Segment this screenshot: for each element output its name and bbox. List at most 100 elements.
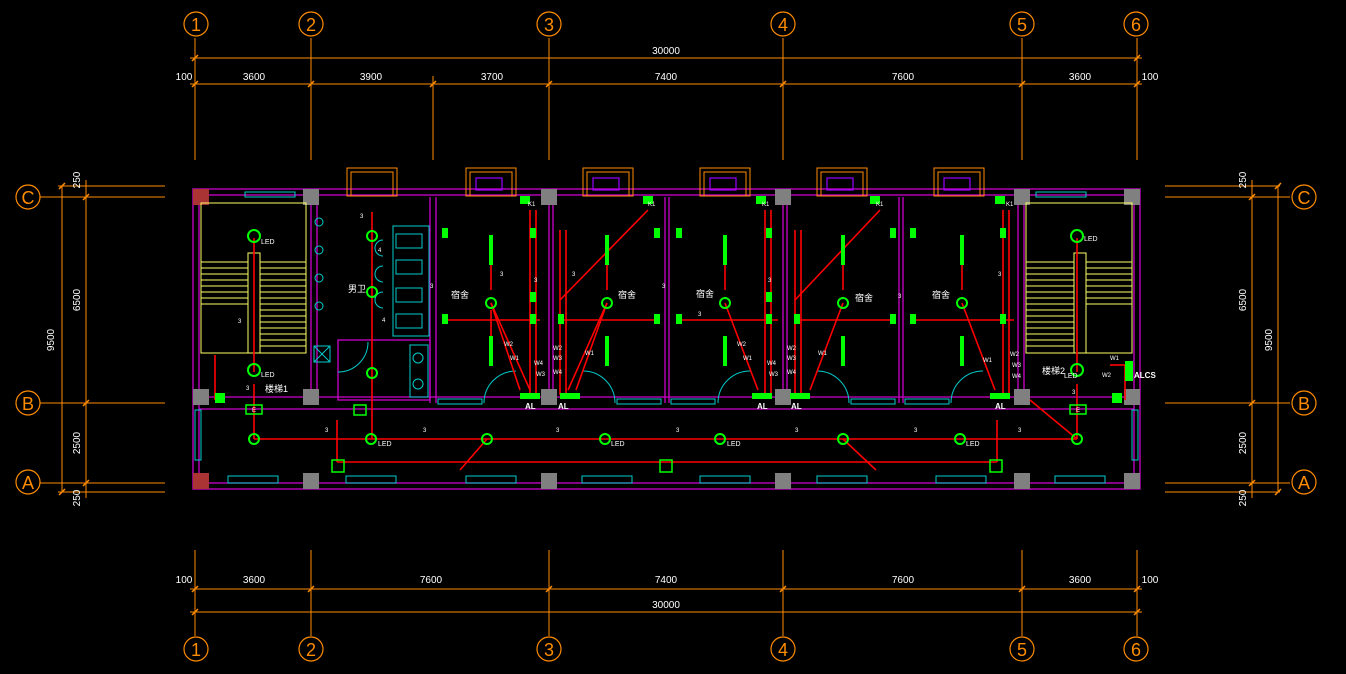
k1-label: K1 <box>1006 202 1014 208</box>
grid-bubble-label: 4 <box>778 15 788 35</box>
wire-count: 3 <box>698 312 702 318</box>
wire-count: 3 <box>1018 428 1022 434</box>
stair-label: 楼梯1 <box>265 383 288 394</box>
dim-bottom-seg: 100 <box>176 575 193 586</box>
circuit-label: W2 <box>504 342 514 348</box>
grid-bubble-label: 1 <box>191 15 201 35</box>
dim-top-total: 30000 <box>652 46 680 57</box>
dim-bottom-seg: 3600 <box>1069 575 1092 586</box>
grid-bubble-label: 6 <box>1131 640 1141 660</box>
dim-right-seg: 2500 <box>1238 431 1249 454</box>
grid-bubbles-top <box>183 11 1149 37</box>
ac-boxes <box>346 167 985 197</box>
circuit-label: W2 <box>1010 352 1020 358</box>
circuit-label: W1 <box>983 358 993 364</box>
building-walls <box>192 188 1141 490</box>
wiring <box>214 209 1126 471</box>
circuit-label: W4 <box>534 361 544 367</box>
dim-bottom-total: 30000 <box>652 600 680 611</box>
grid-bubble-label: A <box>22 473 34 493</box>
circuit-label: W2 <box>553 346 563 352</box>
door-swings <box>337 341 984 404</box>
circuit-label: W3 <box>1012 363 1022 369</box>
circuit-label: W3 <box>553 356 563 362</box>
wire-count: 3 <box>423 428 427 434</box>
room-label: 宿舍 <box>451 289 469 300</box>
grid-bubble-label: 2 <box>306 640 316 660</box>
grid-bubble-label: 5 <box>1017 640 1027 660</box>
dim-right-total: 9500 <box>1264 328 1275 351</box>
dim-right-seg: 250 <box>1238 171 1249 188</box>
circuit-label: W1 <box>510 356 520 362</box>
dim-bottom-seg: 7600 <box>420 575 443 586</box>
circuit-label: W2 <box>787 346 797 352</box>
grid-bubbles-sides <box>15 184 1317 495</box>
led-label: LED <box>378 441 392 448</box>
room-label: 宿舍 <box>618 289 636 300</box>
wire-count: 3 <box>1072 390 1076 396</box>
columns <box>193 189 1140 489</box>
wire-count: 3 <box>898 294 902 300</box>
panel-label: AL <box>525 402 536 411</box>
dim-top-seg: 3700 <box>481 72 504 83</box>
circuit-label: W1 <box>1110 356 1120 362</box>
wire-count: 3 <box>795 428 799 434</box>
wire-count: 3 <box>238 319 242 325</box>
dimension-ticks <box>58 54 1282 616</box>
dim-top-seg: 3900 <box>360 72 383 83</box>
dim-bottom-seg: 100 <box>1142 575 1159 586</box>
wire-count: 3 <box>360 214 364 220</box>
wire-count: 3 <box>534 278 538 284</box>
room-label: 宿舍 <box>932 289 950 300</box>
light-fixtures <box>247 229 1084 445</box>
toilet-stalls <box>313 217 430 398</box>
grid-bubbles-bottom <box>183 636 1149 662</box>
dim-top-seg: 7400 <box>655 72 678 83</box>
stair-label: 楼梯2 <box>1042 365 1065 376</box>
dim-left-total: 9500 <box>46 328 57 351</box>
circuit-label: W1 <box>818 351 828 357</box>
dim-top-seg: 7600 <box>892 72 915 83</box>
wire-count: 3 <box>556 428 560 434</box>
dim-top-seg: 100 <box>176 72 193 83</box>
wire-count: 3 <box>500 272 504 278</box>
dim-right-seg: 250 <box>1238 489 1249 506</box>
dim-left-seg: 250 <box>72 489 83 506</box>
led-label: LED <box>966 441 980 448</box>
grid-bubble-label: C <box>22 188 35 208</box>
windows <box>194 191 1139 484</box>
grid-bubble-label: 2 <box>306 15 316 35</box>
grid-bubble-label: 1 <box>191 640 201 660</box>
ac-units <box>475 177 971 191</box>
circuit-label: W3 <box>769 372 779 378</box>
circuit-label: W2 <box>1102 373 1112 379</box>
grid-bubble-label: 3 <box>544 15 554 35</box>
panel-label: AL <box>757 402 768 411</box>
panel-label: AL <box>558 402 569 411</box>
circuit-label: W2 <box>737 342 747 348</box>
room-label: 宿舍 <box>696 288 714 299</box>
led-label: LED <box>727 441 741 448</box>
circuit-label: W3 <box>536 372 546 378</box>
wire-count: 3 <box>676 428 680 434</box>
dim-top-seg: 100 <box>1142 72 1159 83</box>
grid-bubble-label: C <box>1298 188 1311 208</box>
dim-bottom-seg: 7400 <box>655 575 678 586</box>
circuit-label: W4 <box>553 370 563 376</box>
grid-bubble-label: 5 <box>1017 15 1027 35</box>
dim-bottom-seg: 7600 <box>892 575 915 586</box>
circuit-label: W4 <box>1012 374 1022 380</box>
wire-count: 3 <box>430 284 434 290</box>
wire-count-4: 4 <box>382 318 386 324</box>
wire-count: 3 <box>662 284 666 290</box>
wire-count-4: 4 <box>378 248 382 254</box>
grid-bubble-label: B <box>1298 394 1310 414</box>
wire-count: 3 <box>246 386 250 392</box>
wire-count: 3 <box>572 272 576 278</box>
grid-bubble-label: 3 <box>544 640 554 660</box>
led-label: LED <box>261 239 275 246</box>
k1-label: K1 <box>762 202 770 208</box>
circuit-label: W3 <box>787 356 797 362</box>
dim-right-seg: 6500 <box>1238 288 1249 311</box>
panel-label: AL <box>995 402 1006 411</box>
